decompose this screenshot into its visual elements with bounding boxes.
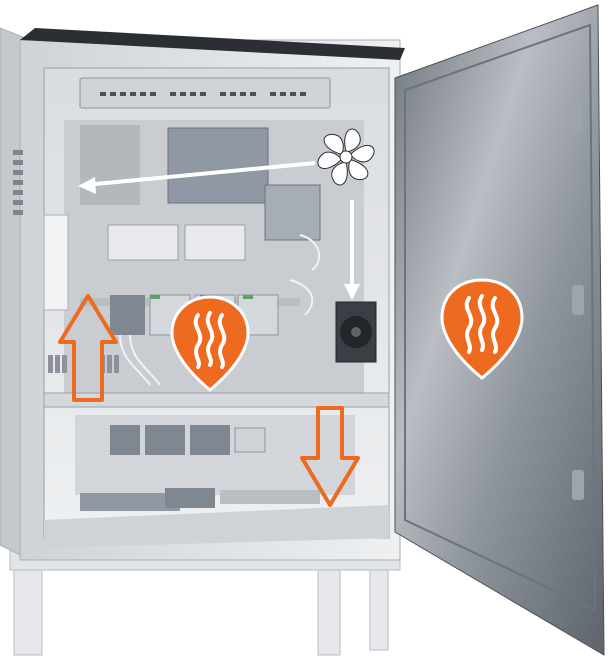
- heat-badge-icon: [440, 278, 524, 380]
- airflow-down-arrow: [344, 200, 360, 300]
- arrow-down-icon: [300, 406, 360, 507]
- heat-badge-icon: [170, 295, 250, 392]
- fan-icon: [317, 128, 375, 186]
- arrow-up-icon: [58, 294, 118, 402]
- side-fan-unit: [335, 301, 377, 363]
- side-vent: [13, 150, 23, 215]
- airflow-left-arrow: [78, 161, 316, 194]
